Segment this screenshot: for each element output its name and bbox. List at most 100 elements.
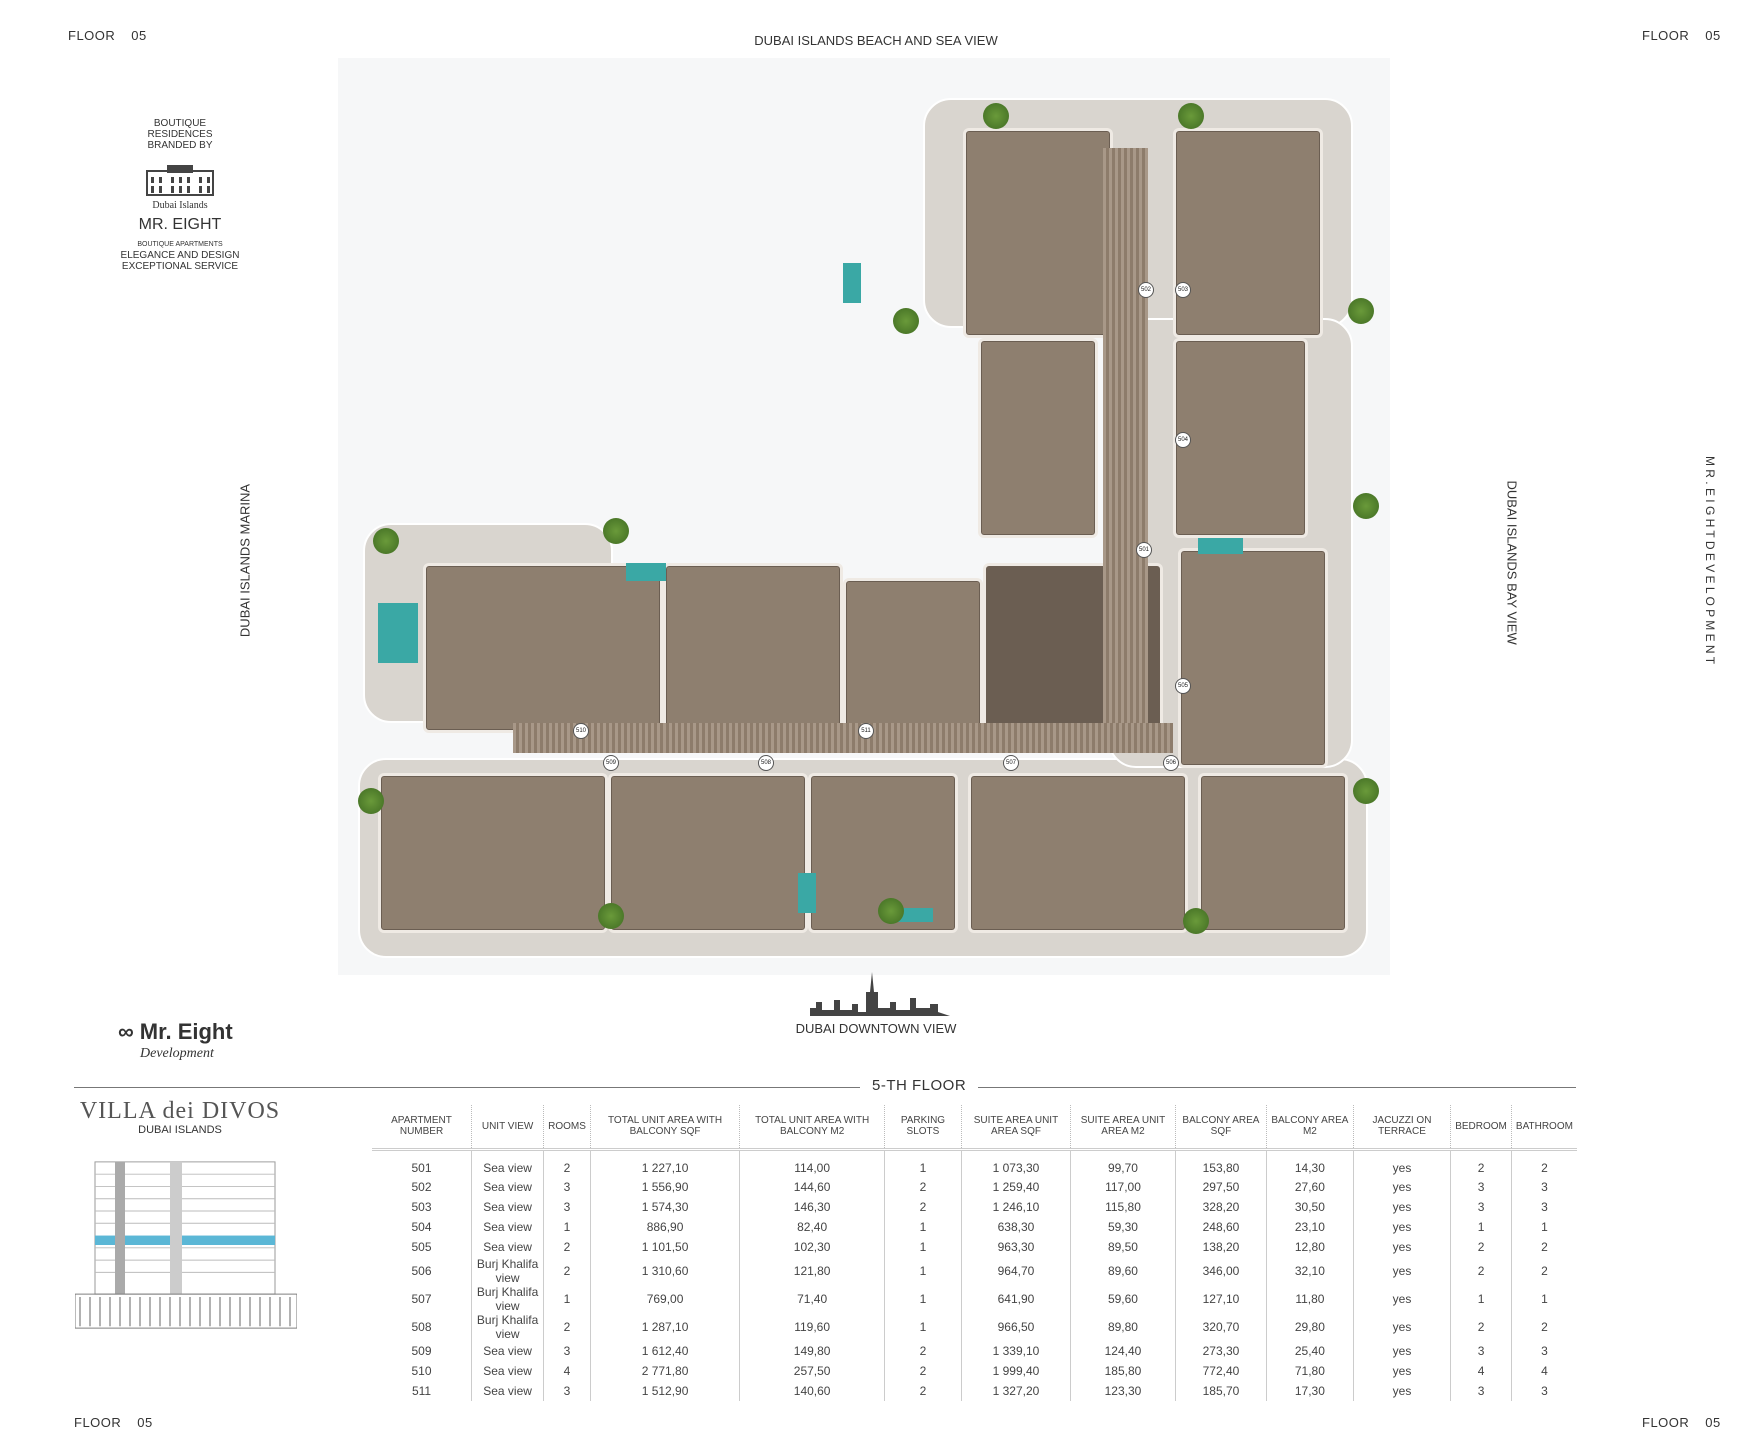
unit-tag[interactable]: 506 bbox=[1163, 755, 1179, 771]
table-cell: 2 bbox=[1541, 1264, 1548, 1278]
table-cell: 3 bbox=[543, 1177, 591, 1197]
table-cell: yes bbox=[1353, 1149, 1452, 1177]
table-cell: 3 bbox=[1541, 1344, 1548, 1358]
table-cell: Sea view bbox=[471, 1217, 545, 1237]
brand-line: RESIDENCES bbox=[147, 129, 213, 140]
unit-tag[interactable]: 502 bbox=[1138, 282, 1154, 298]
table-cell: 127,10 bbox=[1175, 1285, 1268, 1313]
table-cell: 638,30 bbox=[961, 1217, 1072, 1237]
table-cell: 2 bbox=[1450, 1257, 1512, 1285]
unit-tag[interactable]: 511 bbox=[858, 723, 874, 739]
building-logo-icon bbox=[146, 165, 214, 196]
view-right: DUBAI ISLANDS BAY VIEW bbox=[1504, 480, 1520, 645]
column-header: BATHROOM bbox=[1511, 1105, 1577, 1151]
unit-tag[interactable]: 510 bbox=[573, 723, 589, 739]
table-cell: 144,60 bbox=[739, 1177, 886, 1197]
floor-title: 5-TH FLOOR bbox=[860, 1077, 979, 1094]
table-cell: 1 339,10 bbox=[961, 1341, 1072, 1361]
building-elevation-icon bbox=[75, 1161, 297, 1329]
logo-text: Dubai Islands bbox=[152, 200, 208, 211]
table-cell: 1 246,10 bbox=[961, 1197, 1072, 1217]
table-cell: 71,40 bbox=[739, 1285, 886, 1313]
table-cell: 3 bbox=[1450, 1381, 1512, 1401]
unit-tag[interactable]: 501 bbox=[1136, 542, 1152, 558]
column-header: JACUZZI ON TERRACE bbox=[1353, 1105, 1452, 1151]
table-cell: 4 bbox=[1450, 1361, 1512, 1381]
table-cell: Sea view bbox=[471, 1197, 545, 1217]
table-cell: 2 bbox=[884, 1177, 962, 1197]
table-cell: yes bbox=[1353, 1285, 1452, 1313]
floor-plan: 502 503 504 501 505 506 507 508 509 510 … bbox=[338, 58, 1390, 975]
column-header: BALCONY AREA M2 bbox=[1266, 1105, 1354, 1151]
unit-tag[interactable]: 503 bbox=[1175, 282, 1191, 298]
column-header: PARKING SLOTS bbox=[884, 1105, 962, 1151]
table-cell: Sea view bbox=[471, 1381, 545, 1401]
table-cell: 502 bbox=[372, 1177, 473, 1197]
unit-tag[interactable]: 505 bbox=[1175, 678, 1191, 694]
table-cell: 4 bbox=[1541, 1364, 1548, 1378]
table-cell: 115,80 bbox=[1070, 1197, 1176, 1217]
table-cell: 2 bbox=[1450, 1313, 1512, 1341]
table-cell: 3 bbox=[543, 1197, 591, 1217]
table-cell: 102,30 bbox=[739, 1237, 886, 1257]
table-cell: Sea view bbox=[471, 1177, 545, 1197]
table-cell: 153,80 bbox=[1175, 1149, 1268, 1177]
project-logo: VILLA dei DIVOS DUBAI ISLANDS bbox=[79, 1098, 281, 1136]
unit-tag[interactable]: 509 bbox=[603, 755, 619, 771]
table-cell: 1 999,40 bbox=[961, 1361, 1072, 1381]
brand-tagline: BOUTIQUE APARTMENTS bbox=[137, 241, 223, 248]
unit-tag[interactable]: 507 bbox=[1003, 755, 1019, 771]
table-cell: 3 bbox=[543, 1381, 591, 1401]
table-cell: 510 bbox=[372, 1361, 473, 1381]
table-cell: 140,60 bbox=[739, 1381, 886, 1401]
table-cell: 2 bbox=[884, 1197, 962, 1217]
table-cell: 1 bbox=[884, 1149, 962, 1177]
table-cell: 59,60 bbox=[1070, 1285, 1176, 1313]
column-header: BEDROOM bbox=[1450, 1105, 1512, 1151]
table-cell: 1 556,90 bbox=[590, 1177, 741, 1197]
table-cell: 114,00 bbox=[739, 1149, 886, 1177]
table-cell: 2 bbox=[1541, 1320, 1548, 1334]
column-header: SUITE AREA UNIT AREA SQF bbox=[961, 1105, 1072, 1151]
table-cell: 27,60 bbox=[1266, 1177, 1354, 1197]
table-cell: 501 bbox=[372, 1149, 473, 1177]
table-cell: 185,70 bbox=[1175, 1381, 1268, 1401]
table-cell: yes bbox=[1353, 1313, 1452, 1341]
column-header: BALCONY AREA SQF bbox=[1175, 1105, 1268, 1151]
column-header: SUITE AREA UNIT AREA M2 bbox=[1070, 1105, 1176, 1151]
brand-tagline: ELEGANCE AND DESIGN bbox=[120, 250, 240, 261]
table-cell: 1 bbox=[884, 1313, 962, 1341]
divider bbox=[74, 1087, 1576, 1088]
unit-tag[interactable]: 504 bbox=[1175, 432, 1191, 448]
table-cell: 504 bbox=[372, 1217, 473, 1237]
view-bottom: DUBAI DOWNTOWN VIEW bbox=[795, 1021, 957, 1036]
table-cell: 1 227,10 bbox=[590, 1149, 741, 1177]
table-cell: 146,30 bbox=[739, 1197, 886, 1217]
view-left: DUBAI ISLANDS MARINA bbox=[237, 483, 253, 638]
table-cell: 320,70 bbox=[1175, 1313, 1268, 1341]
table-cell: 3 bbox=[1450, 1341, 1512, 1361]
unit-tag[interactable]: 508 bbox=[758, 755, 774, 771]
table-cell: 1 327,20 bbox=[961, 1381, 1072, 1401]
table-cell: 30,50 bbox=[1266, 1197, 1354, 1217]
table-cell: 2 bbox=[884, 1361, 962, 1381]
table-cell: 1 101,50 bbox=[590, 1237, 741, 1257]
table-cell: 59,30 bbox=[1070, 1217, 1176, 1237]
table-cell: 273,30 bbox=[1175, 1341, 1268, 1361]
table-cell: Sea view bbox=[471, 1341, 545, 1361]
table-cell: 1 287,10 bbox=[590, 1313, 741, 1341]
table-cell: 89,80 bbox=[1070, 1313, 1176, 1341]
table-cell: 964,70 bbox=[961, 1257, 1072, 1285]
table-cell: 257,50 bbox=[739, 1361, 886, 1381]
table-cell: yes bbox=[1353, 1381, 1452, 1401]
